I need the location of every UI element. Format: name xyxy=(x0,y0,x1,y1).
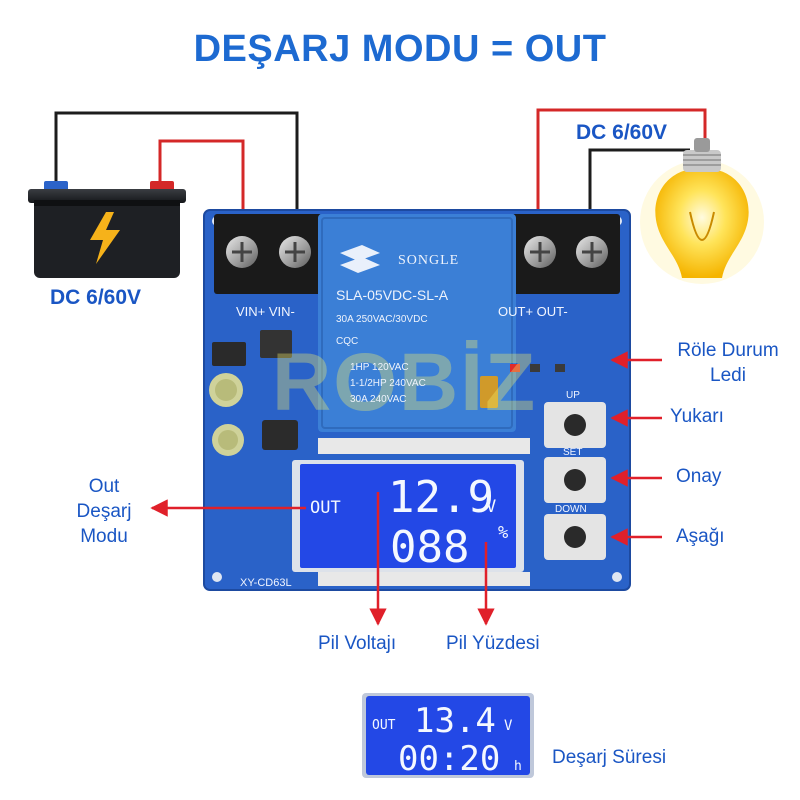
regulator-chip xyxy=(260,330,292,358)
battery xyxy=(28,181,186,278)
fuse xyxy=(480,376,498,408)
relay-rating-1: 30A 250VAC/30VDC xyxy=(336,314,428,325)
vin-label: VIN+ VIN- xyxy=(236,304,295,319)
set-label: Onay xyxy=(676,466,722,487)
relay-cert: CQC xyxy=(336,336,358,347)
watermark: ROBİZ xyxy=(272,337,537,428)
relay-led-label-line1: Röle Durum xyxy=(677,340,779,361)
out-mode-label-line3: Modu xyxy=(80,526,128,547)
dc-left-label: DC 6/60V xyxy=(50,286,142,309)
relay-rating-3: 1-1/2HP 240VAC xyxy=(350,378,426,389)
percent-label: Pil Yüzdesi xyxy=(446,633,540,654)
relay-rating-2: 1HP 120VAC xyxy=(350,362,409,373)
small-lcd-time: 00:20 xyxy=(398,739,500,779)
down-label: Aşağı xyxy=(676,526,725,547)
main-lcd xyxy=(292,460,524,572)
out-mode-label: Out Deşarj Modu xyxy=(56,474,152,549)
light-bulb xyxy=(640,138,764,284)
button-down-body xyxy=(544,514,606,560)
dc-right-label: DC 6/60V xyxy=(576,121,668,144)
small-lcd-time-unit: h xyxy=(514,759,522,774)
lcd-mode: OUT xyxy=(310,498,341,518)
lcd-pins-bottom xyxy=(318,572,530,586)
out-mode-label-line1: Out xyxy=(88,476,120,497)
relay-led-label-line2: Ledi xyxy=(710,365,746,386)
small-lcd-voltage: 13.4 xyxy=(414,701,496,741)
lcd-percent: 088 xyxy=(390,522,469,573)
inductor xyxy=(262,420,298,450)
relay-brand: SONGLE xyxy=(398,253,459,268)
arrows xyxy=(150,351,662,626)
battery-wires xyxy=(54,111,299,228)
relay-rating-4: 30A 240VAC xyxy=(350,394,407,405)
btn-up-label: UP xyxy=(566,390,580,401)
lcd-voltage: 12.9 xyxy=(388,472,494,523)
relay xyxy=(318,214,516,432)
lcd-percent-unit: % xyxy=(498,523,508,543)
small-lcd xyxy=(362,693,534,778)
btn-set-label: SET xyxy=(563,447,582,458)
out-label: OUT+ OUT- xyxy=(498,304,568,319)
bulb-wires xyxy=(536,108,707,228)
up-label: Yukarı xyxy=(670,406,724,427)
button-set-body xyxy=(544,457,606,503)
relay-led-label: Röle Durum Ledi xyxy=(668,338,788,388)
electrolytic-capacitor-1 xyxy=(209,373,243,407)
output-terminal-block xyxy=(512,214,620,294)
electrolytic-capacitor-2 xyxy=(212,424,244,456)
transistor-chip xyxy=(212,342,246,366)
button-up-body xyxy=(544,402,606,448)
small-lcd-mode: OUT xyxy=(372,718,396,733)
lcd-voltage-unit: V xyxy=(486,497,496,517)
btn-down-label: DOWN xyxy=(555,504,587,515)
page-title: DEŞARJ MODU = OUT xyxy=(193,28,607,70)
lightning-bolt-icon xyxy=(90,212,120,264)
input-terminal-block xyxy=(214,214,322,294)
lcd-pins-top xyxy=(318,438,530,454)
status-led xyxy=(510,364,520,372)
board-model: XY-CD63L xyxy=(240,577,292,589)
relay-model: SLA-05VDC-SL-A xyxy=(336,287,449,303)
small-lcd-voltage-unit: V xyxy=(504,718,513,734)
discharge-time-label: Deşarj Süresi xyxy=(552,747,667,768)
voltage-label: Pil Voltajı xyxy=(318,633,397,654)
out-mode-label-line2: Deşarj xyxy=(76,501,132,522)
